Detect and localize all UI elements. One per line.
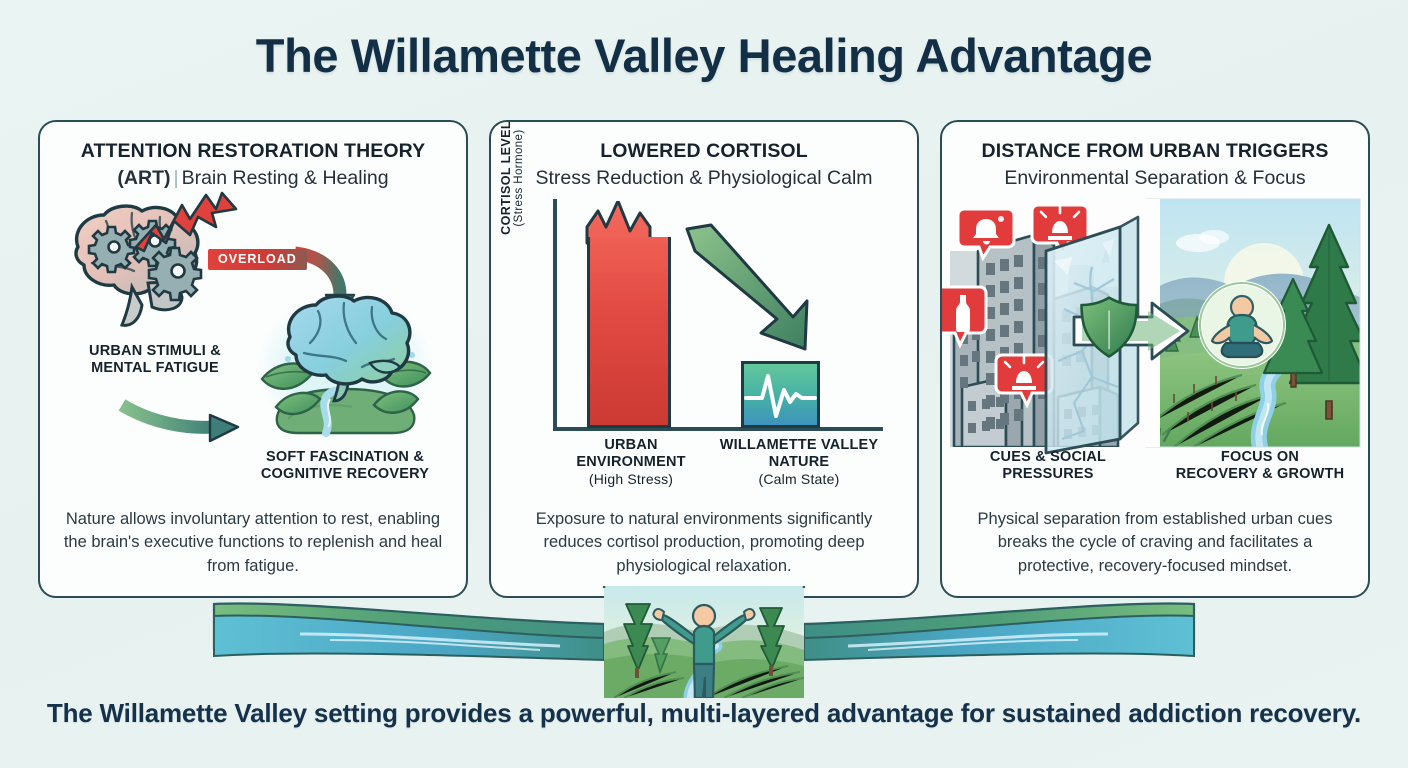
- caption-line-1: SOFT FASCINATION &: [266, 448, 424, 465]
- card-subtitle: Stress Reduction & Physiological Calm: [491, 167, 917, 191]
- art-brain-flow-svg: [74, 191, 433, 442]
- pine-tree-icon: [623, 603, 653, 678]
- card-description: Physical separation from established urb…: [977, 509, 1333, 575]
- green-down-arrow-icon: [685, 223, 809, 351]
- valley-river-banner: [212, 586, 1196, 698]
- caption-sublabel: (Calm State): [758, 470, 840, 487]
- footer-statement: The Willamette Valley setting provides a…: [46, 698, 1362, 728]
- pine-tree-icon: [757, 607, 785, 676]
- card-subtitle-rest: Stress Reduction & Physiological Calm: [535, 166, 873, 189]
- caption-category: URBAN ENVIRONMENT: [576, 436, 686, 470]
- red-rising-arrow-icon: [134, 191, 238, 252]
- cards-row: ATTENTION RESTORATION THEORY (ART)|Brain…: [38, 120, 1370, 600]
- card-illustration: CUES & SOCIAL PRESSURES FOCUS ON RECOVER…: [942, 191, 1368, 483]
- recovery-arrow-icon: [118, 398, 240, 442]
- caption-willamette-valley-nature: WILLAMETTE VALLEY NATURE (Calm State): [699, 437, 899, 488]
- caption-urban-environment: URBAN ENVIRONMENT (High Stress): [551, 437, 711, 488]
- card-subtitle: (ART)|Brain Resting & Healing: [40, 167, 466, 191]
- person-arms-raised-icon: [652, 603, 756, 698]
- card-title: LOWERED CORTISOL: [600, 140, 808, 162]
- ecg-heartbeat-icon: [744, 373, 817, 418]
- card-header: ATTENTION RESTORATION THEORY (ART)|Brain…: [40, 122, 466, 191]
- card-title: ATTENTION RESTORATION THEORY: [80, 140, 426, 162]
- caption-line-1: CUES & SOCIAL: [989, 448, 1107, 465]
- nature-scene-group: [1146, 198, 1360, 447]
- chart-x-axis-line: [553, 426, 883, 431]
- chart-y-axis-label: CORTISOL LEVEL (Stress Hormone): [499, 120, 527, 253]
- chart-bar-urban-environment: [587, 236, 671, 428]
- card-subtitle-bold: (ART): [117, 166, 171, 189]
- caption-sublabel: (High Stress): [588, 470, 674, 487]
- pine-tree-icon: [650, 637, 672, 675]
- cortisol-bar-chart: CORTISOL LEVEL (Stress Hormone): [491, 122, 917, 481]
- card-subtitle: Environmental Separation & Focus: [942, 167, 1368, 191]
- card-title: DISTANCE FROM URBAN TRIGGERS: [981, 140, 1329, 162]
- card-subtitle-divider: |: [173, 166, 179, 189]
- overload-label: OVERLOAD: [208, 248, 307, 270]
- card-attention-restoration-theory: ATTENTION RESTORATION THEORY (ART)|Brain…: [38, 120, 468, 598]
- caption-line-1: FOCUS ON: [1220, 448, 1300, 465]
- card-distance-from-urban-triggers: DISTANCE FROM URBAN TRIGGERS Environment…: [940, 120, 1370, 598]
- green-brain-with-leaves-icon: [257, 292, 433, 441]
- card-illustration: OVERLOAD URBAN STIMULI & MENTAL FATIGUE …: [40, 191, 466, 483]
- chart-y-axis-line: [553, 198, 557, 431]
- caption-soft-fascination: SOFT FASCINATION & COGNITIVE RECOVERY: [230, 449, 460, 483]
- caption-focus-on-recovery: FOCUS ON RECOVERY & GROWTH: [1154, 449, 1366, 483]
- card-illustration: CORTISOL LEVEL (Stress Hormone): [491, 122, 917, 487]
- caption-line-2: RECOVERY & GROWTH: [1175, 465, 1345, 482]
- jagged-red-bar-top-icon: [585, 200, 652, 245]
- bottle-alert-icon: [942, 285, 988, 349]
- card-header: DISTANCE FROM URBAN TRIGGERS Environment…: [942, 122, 1368, 191]
- caption-line-2: COGNITIVE RECOVERY: [260, 465, 430, 482]
- card-lowered-cortisol: LOWERED CORTISOL Stress Reduction & Phys…: [489, 120, 919, 598]
- caption-category: WILLAMETTE VALLEY NATURE: [719, 436, 879, 470]
- art-city-barrier-nature-svg: [942, 198, 1361, 454]
- card-subtitle-rest: Brain Resting & Healing: [181, 166, 389, 189]
- caption-line-2: PRESSURES: [1002, 465, 1094, 482]
- siren-alert-icon: [994, 353, 1054, 409]
- card-subtitle-rest: Environmental Separation & Focus: [1004, 166, 1306, 189]
- center-valley-scene: [604, 586, 804, 698]
- meditating-person-icon: [1198, 280, 1286, 369]
- bell-alert-icon: [956, 207, 1016, 261]
- chart-bar-willamette-valley-nature: [741, 360, 820, 428]
- card-description: Exposure to natural environments signifi…: [535, 509, 873, 575]
- green-shield-arrow-icon: [1072, 295, 1190, 360]
- card-description: Nature allows involuntary attention to r…: [63, 509, 443, 575]
- card-header: LOWERED CORTISOL Stress Reduction & Phys…: [491, 122, 917, 191]
- caption-cues-social-pressures: CUES & SOCIAL PRESSURES: [948, 449, 1148, 483]
- y-axis-subtitle: (Stress Hormone): [513, 128, 526, 227]
- caption-line-1: URBAN STIMULI &: [89, 342, 221, 359]
- caption-line-2: MENTAL FATIGUE: [91, 359, 219, 376]
- y-axis-title: CORTISOL LEVEL: [499, 120, 513, 235]
- caption-urban-stimuli: URBAN STIMULI & MENTAL FATIGUE: [60, 343, 250, 377]
- stressed-brain-with-gears-icon: [74, 203, 203, 327]
- page-title: The Willamette Valley Healing Advantage: [255, 29, 1153, 82]
